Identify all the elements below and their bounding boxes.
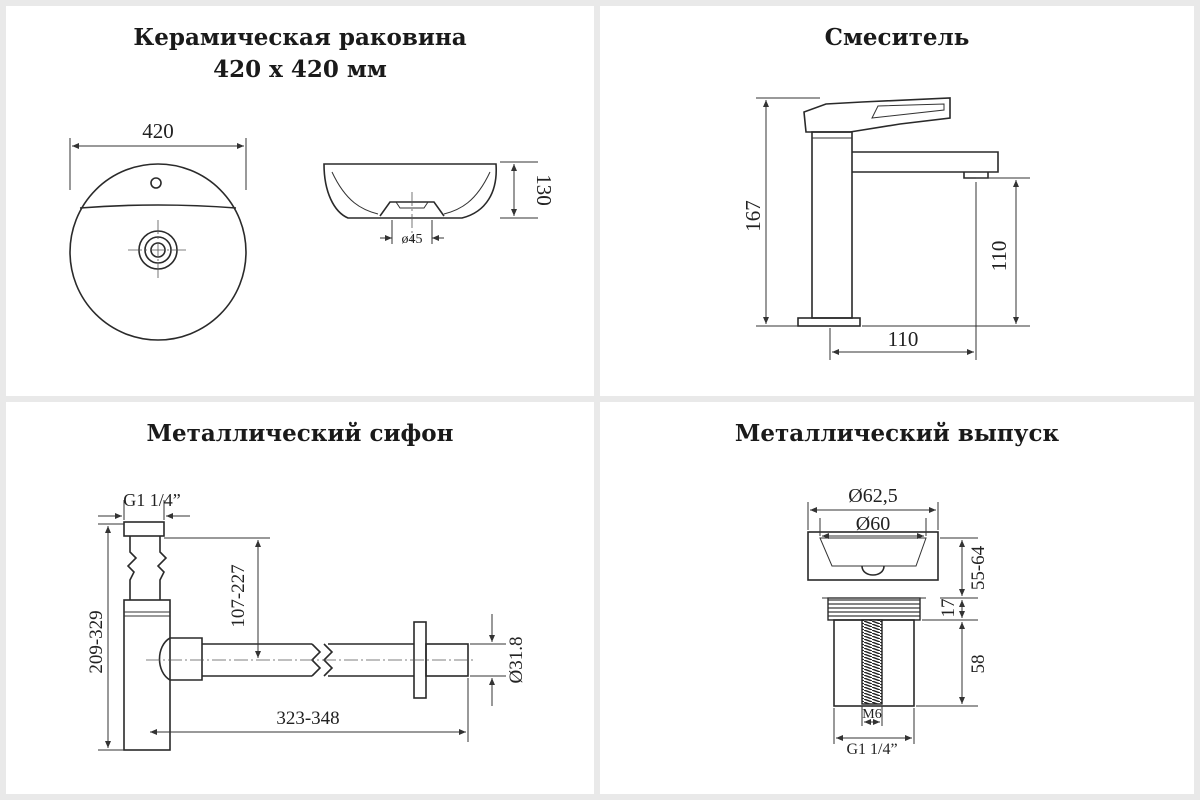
faucet-body xyxy=(797,97,999,327)
sink-title-line1: Керамическая раковина xyxy=(133,24,467,51)
siphon-outlet-height-label: 107-227 xyxy=(228,564,249,627)
sink-height-label: 130 xyxy=(532,174,556,206)
sink-drain-label: ø45 xyxy=(402,232,423,247)
siphon-dimensions: G1 1/4” 209-329 107-227 323-348 Ø31.8 xyxy=(86,490,527,751)
sink-drawing: 420 ø45 130 xyxy=(69,119,556,341)
sink-top-view: 420 xyxy=(69,119,247,341)
sink-side-view: ø45 130 xyxy=(323,161,556,247)
sink-title-line2: 420 x 420 мм xyxy=(213,56,387,83)
siphon-thread-label: G1 1/4” xyxy=(123,490,181,510)
drain-panel: Металлический выпуск xyxy=(600,402,1194,794)
drain-bolt-label: M6 xyxy=(862,707,881,722)
siphon-panel: Металлический сифон xyxy=(6,402,594,794)
faucet-dimensions: 167 110 110 xyxy=(741,97,1030,360)
drain-outer-label: Ø62,5 xyxy=(848,485,897,507)
faucet-drawing: 167 110 110 xyxy=(741,97,1030,360)
drain-body-label: 58 xyxy=(968,655,989,674)
drain-dimensions: Ø62,5 Ø60 55-64 17 58 M6 G1 1/4 xyxy=(807,485,989,758)
sink-width-label: 420 xyxy=(142,119,174,143)
siphon-drawing: G1 1/4” 209-329 107-227 323-348 Ø31.8 xyxy=(86,490,527,751)
drain-flange-label: 17 xyxy=(938,599,959,618)
drain-inner-label: Ø60 xyxy=(856,513,890,535)
drain-title: Металлический выпуск xyxy=(734,420,1060,447)
siphon-body xyxy=(123,521,476,751)
faucet-height-label: 167 xyxy=(741,200,765,232)
siphon-length-label: 323-348 xyxy=(276,708,339,729)
faucet-spout-height-label: 110 xyxy=(987,241,1011,272)
drain-adjust-label: 55-64 xyxy=(968,545,989,590)
siphon-title: Металлический сифон xyxy=(146,420,454,447)
faucet-title: Смеситель xyxy=(824,24,970,51)
siphon-pipe-label: Ø31.8 xyxy=(506,637,527,684)
sink-panel: Керамическая раковина 420 x 420 мм 420 xyxy=(6,6,594,396)
faucet-reach-label: 110 xyxy=(888,327,919,351)
drain-drawing: Ø62,5 Ø60 55-64 17 58 M6 G1 1/4 xyxy=(807,485,989,758)
faucet-panel: Смеситель 167 110 xyxy=(600,6,1194,396)
drain-body xyxy=(807,531,939,707)
siphon-total-height-label: 209-329 xyxy=(86,610,107,673)
drain-thread-label: G1 1/4” xyxy=(846,741,897,758)
